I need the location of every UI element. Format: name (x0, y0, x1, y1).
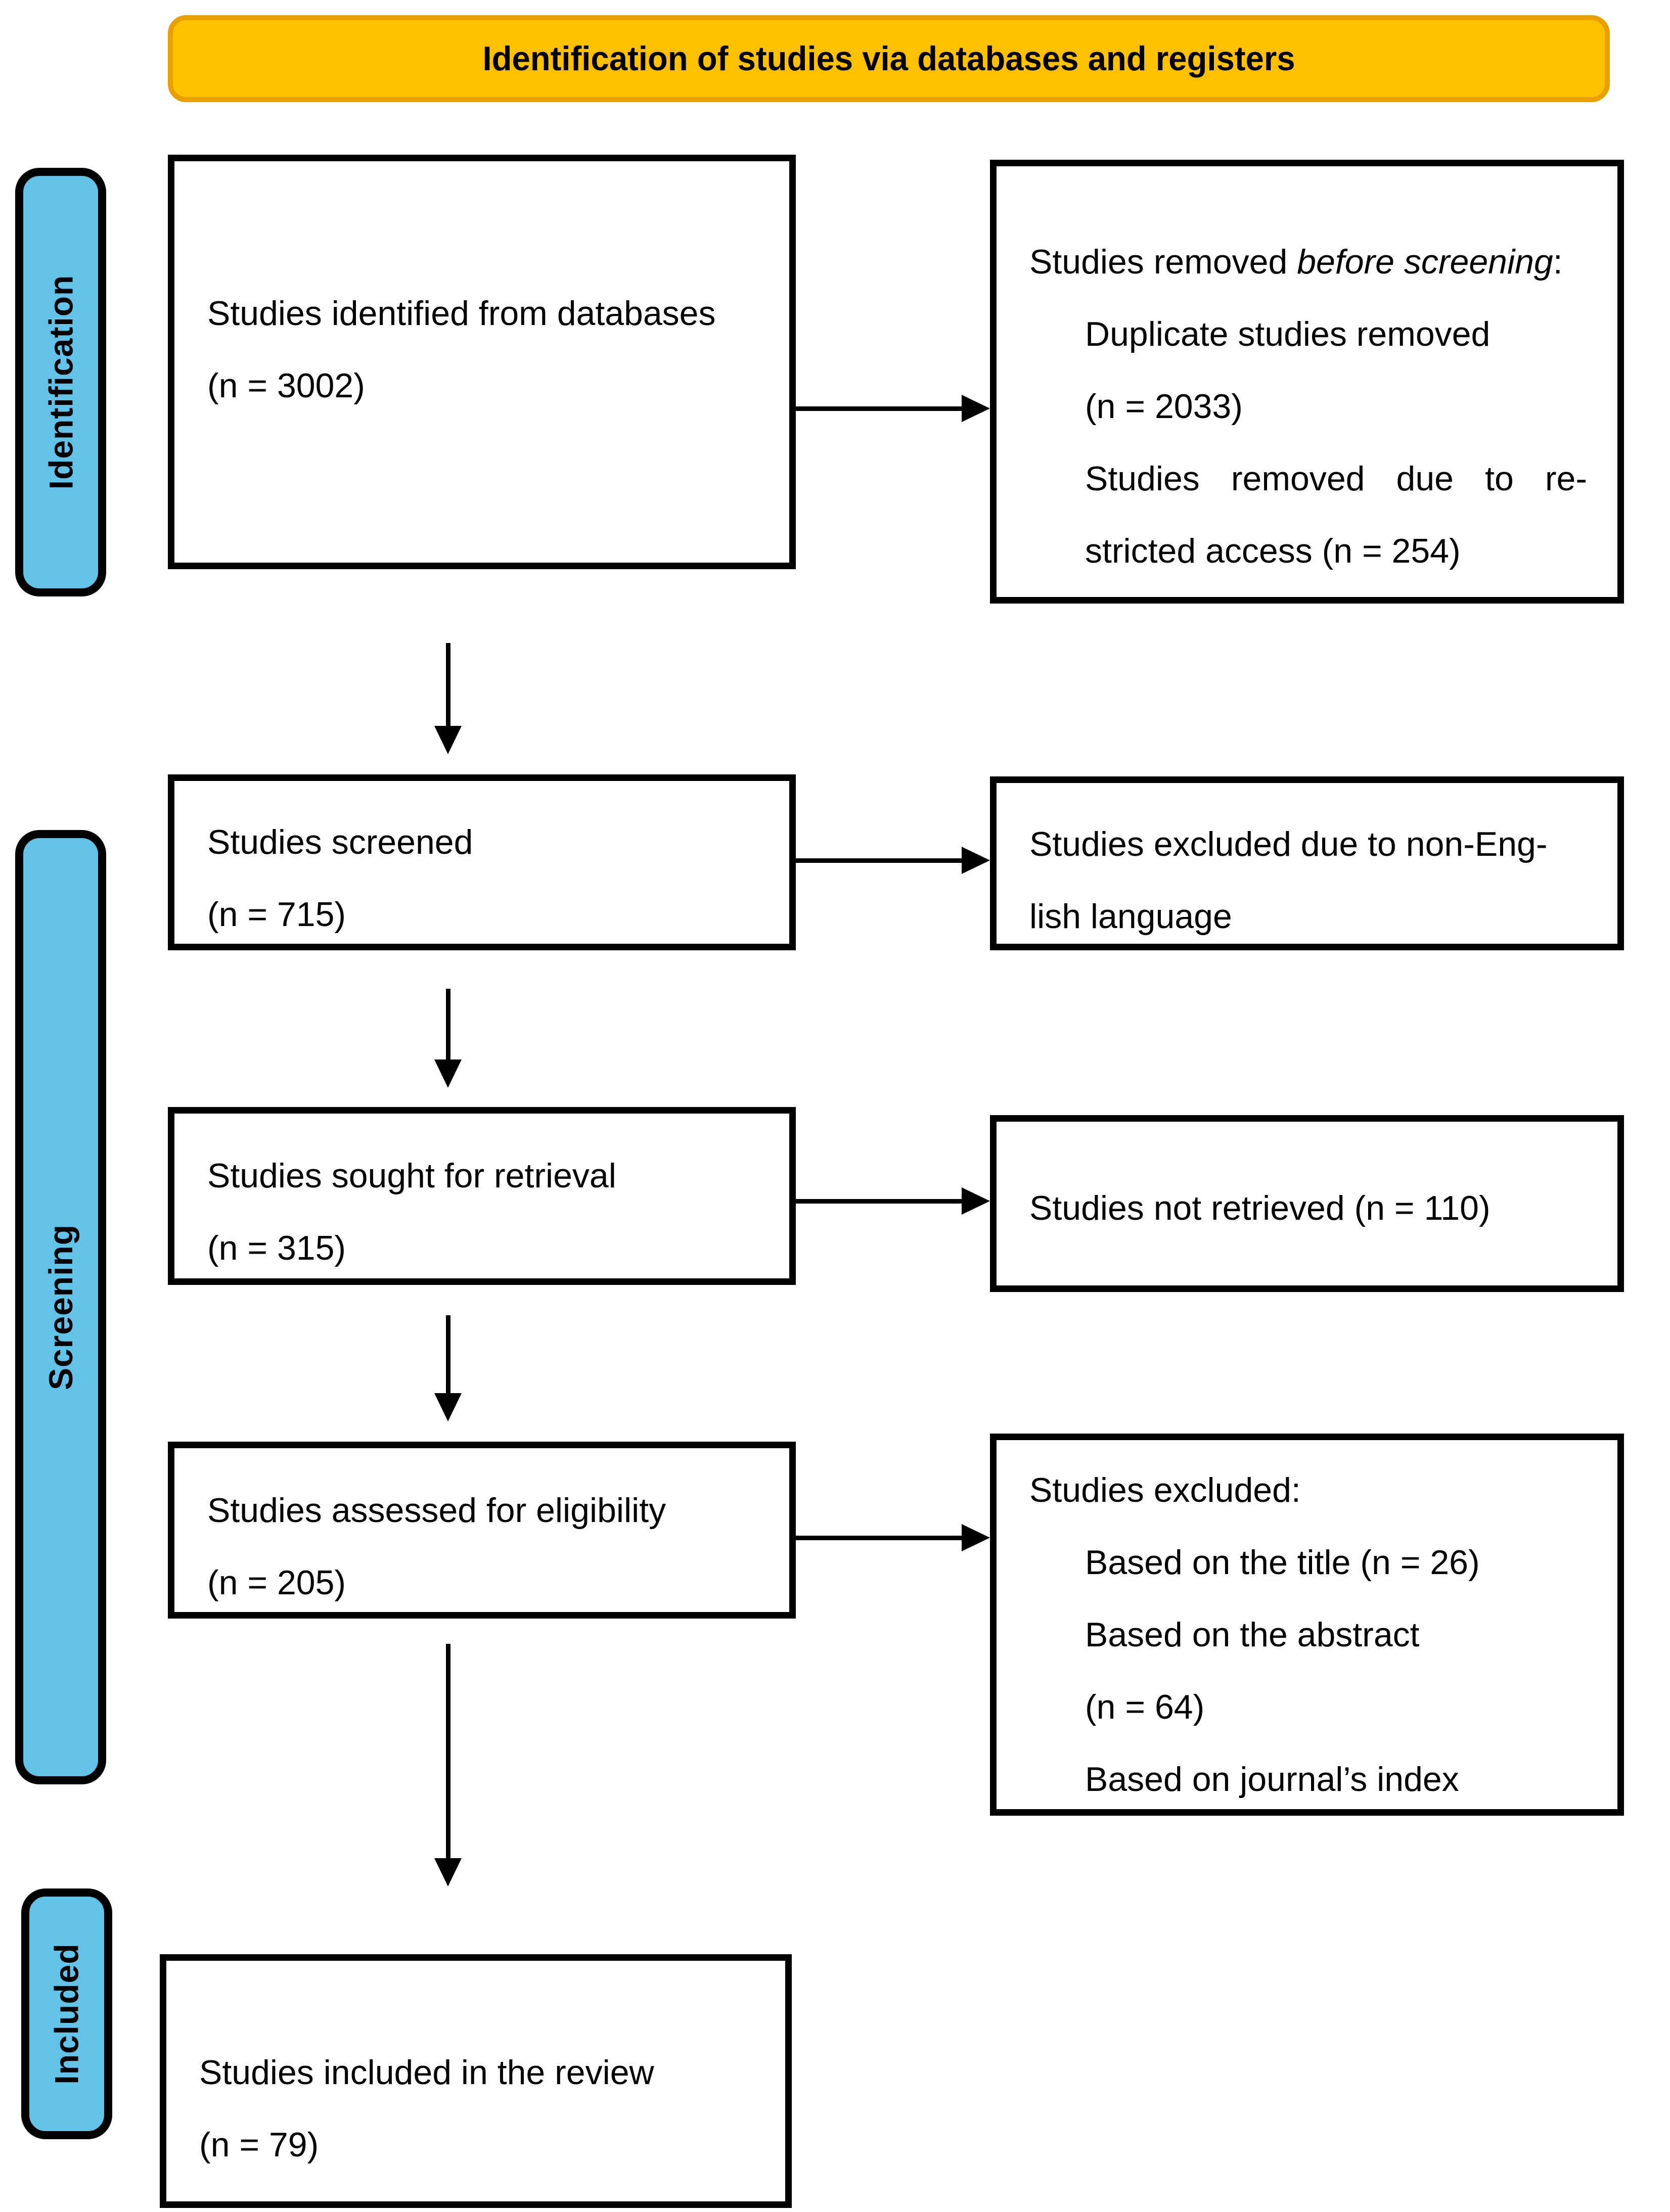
box-excluded-journal-index: Based on journal’s index (1085, 1760, 1459, 1799)
arrowhead-identified-to-screened (434, 726, 462, 754)
arrow-sought-to-not-retrieved (796, 1199, 963, 1204)
banner: Identification of studies via databases … (168, 15, 1610, 102)
arrow-sought-to-assessed (446, 1315, 450, 1395)
box-removed-duplicates-line2: (n = 2033) (1085, 387, 1243, 426)
box-studies-assessed-line1: Studies assessed for eligibility (207, 1491, 666, 1530)
box-studies-screened-line2: (n = 715) (207, 895, 346, 934)
arrow-screened-to-sought (446, 989, 450, 1062)
box-studies-included-line1: Studies included in the review (199, 2053, 654, 2092)
arrowhead-sought-to-not-retrieved (962, 1187, 990, 1215)
box-excluded-abstract-line2: (n = 64) (1085, 1688, 1205, 1726)
arrowhead-assessed-to-excluded (962, 1524, 990, 1551)
arrow-screened-to-excluded (796, 858, 963, 863)
box-removed-intro: Studies removed before screening: (1029, 226, 1587, 298)
box-studies-identified-line1: Studies identified from databases (207, 294, 716, 333)
box-studies-sought: Studies sought for retrieval (n = 315) (168, 1107, 796, 1285)
box-studies-included-line2: (n = 79) (199, 2126, 319, 2164)
arrowhead-screened-to-excluded (962, 847, 990, 874)
stage-label-screening-text: Screening (42, 1224, 80, 1391)
arrowhead-screened-to-sought (434, 1059, 462, 1088)
arrowhead-sought-to-assessed (434, 1393, 462, 1421)
box-excluded-eligibility: Studies excluded: Based on the title (n … (990, 1434, 1624, 1816)
stage-label-identification-text: Identification (42, 274, 80, 490)
stage-label-included-text: Included (48, 1943, 86, 2085)
box-studies-included: Studies included in the review (n = 79) (160, 1954, 792, 2208)
removed-intro-italic: before screening (1297, 243, 1553, 281)
banner-label: Identification of studies via databases … (482, 39, 1295, 78)
removed-intro-suffix: : (1553, 243, 1563, 281)
arrowhead-identified-to-removed (962, 395, 990, 422)
box-studies-sought-line1: Studies sought for retrieval (207, 1157, 616, 1195)
arrow-assessed-to-included (446, 1644, 450, 1860)
box-studies-identified: Studies identified from databases (n = 3… (168, 155, 796, 569)
box-excluded-language-line1: Studies excluded due to non-Eng- (1029, 825, 1548, 863)
arrow-identified-to-removed (796, 406, 963, 411)
box-excluded-title: Based on the title (n = 26) (1085, 1543, 1480, 1582)
box-not-retrieved: Studies not retrieved (n = 110) (990, 1115, 1624, 1292)
stage-label-screening: Screening (15, 830, 106, 1784)
box-studies-identified-line2: (n = 3002) (207, 366, 365, 405)
box-excluded-language: Studies excluded due to non-Eng- lish la… (990, 776, 1624, 950)
box-not-retrieved-line1: Studies not retrieved (n = 110) (1029, 1189, 1491, 1227)
stage-label-identification: Identification (15, 168, 106, 596)
arrow-identified-to-screened (446, 643, 450, 728)
box-studies-screened: Studies screened (n = 715) (168, 774, 796, 950)
box-studies-removed-before-screening: Studies removed before screening: Duplic… (990, 160, 1624, 604)
box-removed-duplicates-line1: Duplicate studies removed (1085, 315, 1491, 353)
arrow-assessed-to-excluded (796, 1536, 963, 1540)
arrowhead-assessed-to-included (434, 1858, 462, 1886)
box-studies-screened-line1: Studies screened (207, 823, 473, 861)
box-removed-restricted-line1: Studies removed due to re- (1085, 459, 1587, 498)
box-excluded-abstract-line1: Based on the abstract (1085, 1616, 1420, 1654)
removed-intro-prefix: Studies removed (1029, 243, 1297, 281)
box-excluded-language-line2: lish language (1029, 897, 1232, 936)
box-studies-assessed: Studies assessed for eligibility (n = 20… (168, 1442, 796, 1619)
box-studies-sought-line2: (n = 315) (207, 1229, 346, 1267)
stage-label-included: Included (21, 1888, 112, 2139)
box-removed-restricted-line2: stricted access (n = 254) (1085, 532, 1461, 570)
box-studies-assessed-line2: (n = 205) (207, 1563, 346, 1602)
box-excluded-eligibility-intro: Studies excluded: (1029, 1471, 1301, 1509)
